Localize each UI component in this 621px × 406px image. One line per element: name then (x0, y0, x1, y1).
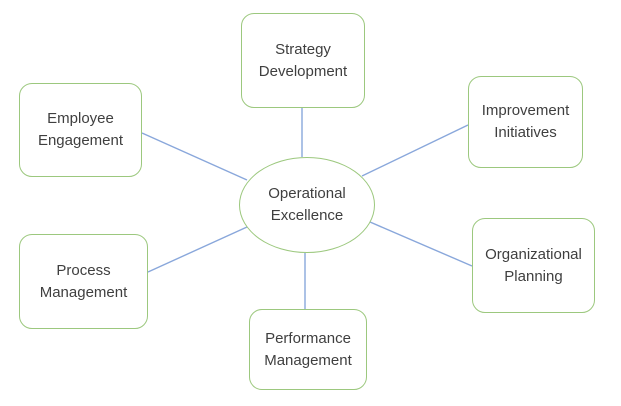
node-organizational-planning-label: Organizational Planning (485, 245, 582, 285)
connector-center-to-organizational-planning (369, 221, 473, 267)
node-organizational-planning[interactable]: Organizational Planning (472, 218, 595, 313)
node-employee-engagement-label: Employee Engagement (37, 110, 124, 149)
connector-center-to-employee-engagement (141, 132, 248, 181)
node-operational-excellence[interactable]: Operational Excellence (239, 157, 375, 253)
node-strategy-development-label: Strategy Development (258, 40, 348, 80)
node-improvement-initiatives-label: Improvement Initiatives (481, 102, 570, 141)
connector-center-to-process-management (147, 226, 248, 273)
node-performance-management-label: Performance Management (264, 329, 352, 369)
node-employee-engagement[interactable]: Employee Engagement (19, 83, 142, 177)
node-process-management-label: Process Management (39, 261, 128, 301)
node-process-management[interactable]: Process Management (19, 234, 148, 329)
node-performance-management[interactable]: Performance Management (249, 309, 367, 390)
node-strategy-development[interactable]: Strategy Development (241, 13, 365, 108)
connector-center-to-improvement-initiatives (361, 124, 469, 177)
node-operational-excellence-label: Operational Excellence (268, 185, 346, 224)
node-improvement-initiatives[interactable]: Improvement Initiatives (468, 76, 583, 168)
